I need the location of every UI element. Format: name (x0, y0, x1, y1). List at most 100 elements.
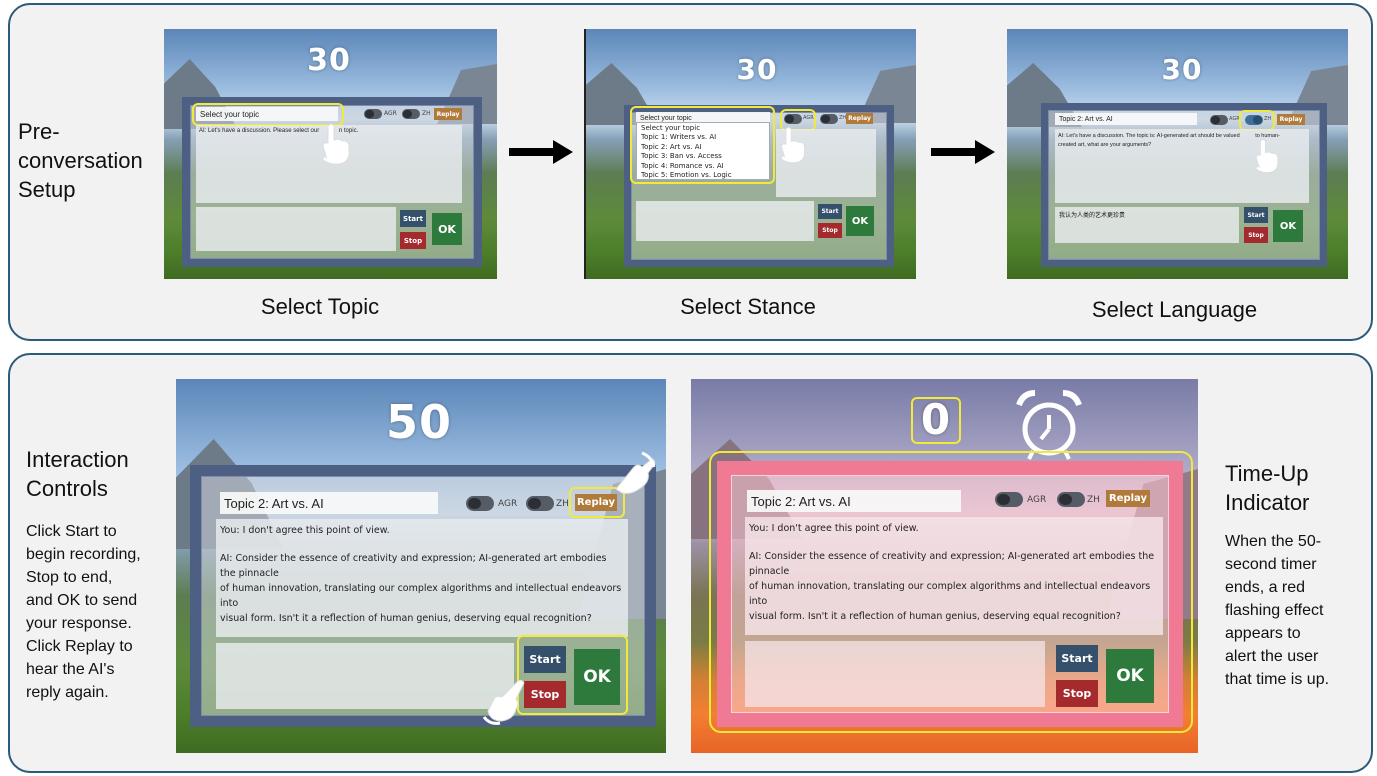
topic-option[interactable]: Select your topic (641, 124, 701, 132)
topic-dropdown[interactable]: Topic 2: Art vs. AI (747, 490, 961, 512)
response-input[interactable] (216, 643, 514, 709)
stop-button[interactable]: Stop (400, 232, 426, 249)
zh-label: ZH (556, 499, 569, 509)
start-button[interactable]: Start (1056, 645, 1098, 672)
title-line: Pre- (18, 119, 60, 144)
interaction-controls-title: Interaction Controls (26, 445, 129, 503)
desc-line: flashing effect (1225, 602, 1324, 619)
topic-option[interactable]: Topic 4: Romance vs. AI (641, 161, 724, 170)
zh-label: ZH (1264, 116, 1272, 122)
response-input[interactable] (196, 207, 396, 251)
agr-label: AGR (384, 110, 397, 117)
agr-label: AGR (1027, 495, 1047, 505)
highlight-box (630, 106, 775, 184)
topic-dropdown[interactable]: Topic 2: Art vs. AI (220, 492, 438, 514)
topic-dropdown[interactable]: Select your topic (196, 107, 338, 121)
zh-toggle[interactable] (526, 496, 554, 511)
stop-button[interactable]: Stop (1244, 227, 1268, 243)
ai-message-line: of human innovation, translating our com… (220, 583, 622, 609)
user-message: You: I don't agree this point of view. (220, 525, 390, 536)
title-line: Indicator (1225, 490, 1310, 515)
desc-line: your response. (26, 615, 132, 632)
agr-toggle[interactable] (784, 114, 802, 124)
highlight-box (1239, 110, 1275, 131)
topic-dropdown[interactable]: Select your topic (636, 112, 770, 124)
ai-message: created art, what are your arguments? (1058, 142, 1152, 148)
zh-toggle[interactable] (820, 114, 838, 124)
agr-toggle[interactable] (1210, 115, 1228, 125)
zh-toggle[interactable] (1245, 115, 1263, 125)
topic-option[interactable]: Topic 2: Art vs. AI (641, 142, 702, 151)
ai-message-tail: n topic. (338, 128, 359, 134)
pointing-hand-icon (322, 123, 350, 165)
response-input[interactable] (745, 641, 1045, 707)
topic-option[interactable]: Topic 5: Emotion vs. Logic (641, 171, 732, 180)
start-button[interactable]: Start (1244, 207, 1268, 223)
countdown-timer: 30 (307, 43, 351, 78)
ok-button[interactable]: OK (574, 649, 620, 705)
ai-message: AI: Let's have a discussion. Please sele… (199, 128, 320, 134)
countdown-timer: 50 (385, 395, 452, 449)
zh-label: ZH (422, 110, 431, 117)
agr-toggle[interactable] (995, 492, 1023, 507)
topic-dropdown[interactable]: Topic 2: Art vs. AI (1055, 113, 1197, 125)
zh-toggle[interactable] (1057, 492, 1085, 507)
desc-line: and OK to send (26, 592, 138, 609)
start-button[interactable]: Start (400, 210, 426, 227)
ai-message-line: visual form. Isn't it a reflection of hu… (749, 611, 1121, 622)
topic-option[interactable]: Topic 3: Ban vs. Access (641, 152, 722, 161)
desc-line: Click Replay to (26, 638, 133, 655)
right-arrow-icon (509, 140, 573, 164)
highlight-box (911, 397, 961, 444)
desc-line: second timer (1225, 556, 1317, 573)
stop-button[interactable]: Stop (1056, 680, 1098, 707)
highlight-box (709, 451, 1193, 733)
stop-button[interactable]: Stop (524, 681, 566, 708)
caption-select-topic: Select Topic (260, 294, 380, 319)
start-button[interactable]: Start (818, 204, 842, 219)
replay-button[interactable]: Replay (575, 494, 617, 511)
replay-button[interactable]: Replay (434, 108, 462, 120)
response-input[interactable] (636, 201, 814, 241)
topic-options-list[interactable]: Select your topic Topic 1: Writers vs. A… (636, 122, 770, 180)
response-input[interactable]: 我认为人类的艺术更珍贵 (1055, 207, 1239, 243)
ok-button[interactable]: OK (846, 206, 874, 236)
agr-toggle[interactable] (364, 109, 382, 119)
replay-button[interactable]: Replay (846, 113, 873, 124)
time-up-description: When the 50- second timer ends, a red fl… (1225, 530, 1329, 691)
stop-button[interactable]: Stop (818, 223, 842, 238)
ok-button[interactable]: OK (1106, 649, 1154, 703)
pre-conversation-title: Pre- conversation Setup (18, 117, 143, 204)
title-line: conversation (18, 148, 143, 173)
agr-toggle[interactable] (466, 496, 494, 511)
chat-history: AI: Let's have a discussion. Please sele… (196, 125, 462, 203)
pointing-hand-icon (781, 126, 805, 164)
replay-button[interactable]: Replay (1106, 490, 1150, 507)
topic-option[interactable]: Topic 1: Writers vs. AI (641, 133, 717, 142)
pointing-hand-icon (482, 679, 525, 725)
zh-label: ZH (1087, 495, 1100, 505)
user-message: You: I don't agree this point of view. (749, 523, 919, 534)
replay-button[interactable]: Replay (1277, 114, 1305, 125)
agr-label: AGR (1229, 116, 1240, 122)
title-line: Setup (18, 177, 76, 202)
desc-line: appears to (1225, 625, 1301, 642)
ai-message: AI: Let's have a discussion. The topic i… (1058, 133, 1240, 139)
ok-button[interactable]: OK (432, 213, 462, 245)
screenshot-select-topic: 30 Select your topic AGR ZH Replay AI: L… (164, 29, 497, 279)
screenshot-time-up: 0 Topic 2: Art vs. AI AGR ZH Replay You:… (691, 379, 1198, 753)
ai-message-line: AI: Consider the essence of creativity a… (749, 551, 1155, 577)
ai-message-tail: to human- (1255, 133, 1280, 139)
zh-toggle[interactable] (402, 109, 420, 119)
caption-select-language: Select Language (1091, 297, 1258, 322)
caption-select-stance: Select Stance (680, 294, 816, 319)
desc-line: begin recording, (26, 546, 141, 563)
countdown-timer: 30 (1161, 53, 1203, 86)
title-line: Time-Up (1225, 461, 1309, 486)
desc-line: Click Start to (26, 523, 117, 540)
ok-button[interactable]: OK (1273, 210, 1303, 242)
highlight-box (569, 487, 625, 518)
start-button[interactable]: Start (524, 646, 566, 673)
desc-line: Stop to end, (26, 569, 113, 586)
title-line: Interaction (26, 447, 129, 472)
